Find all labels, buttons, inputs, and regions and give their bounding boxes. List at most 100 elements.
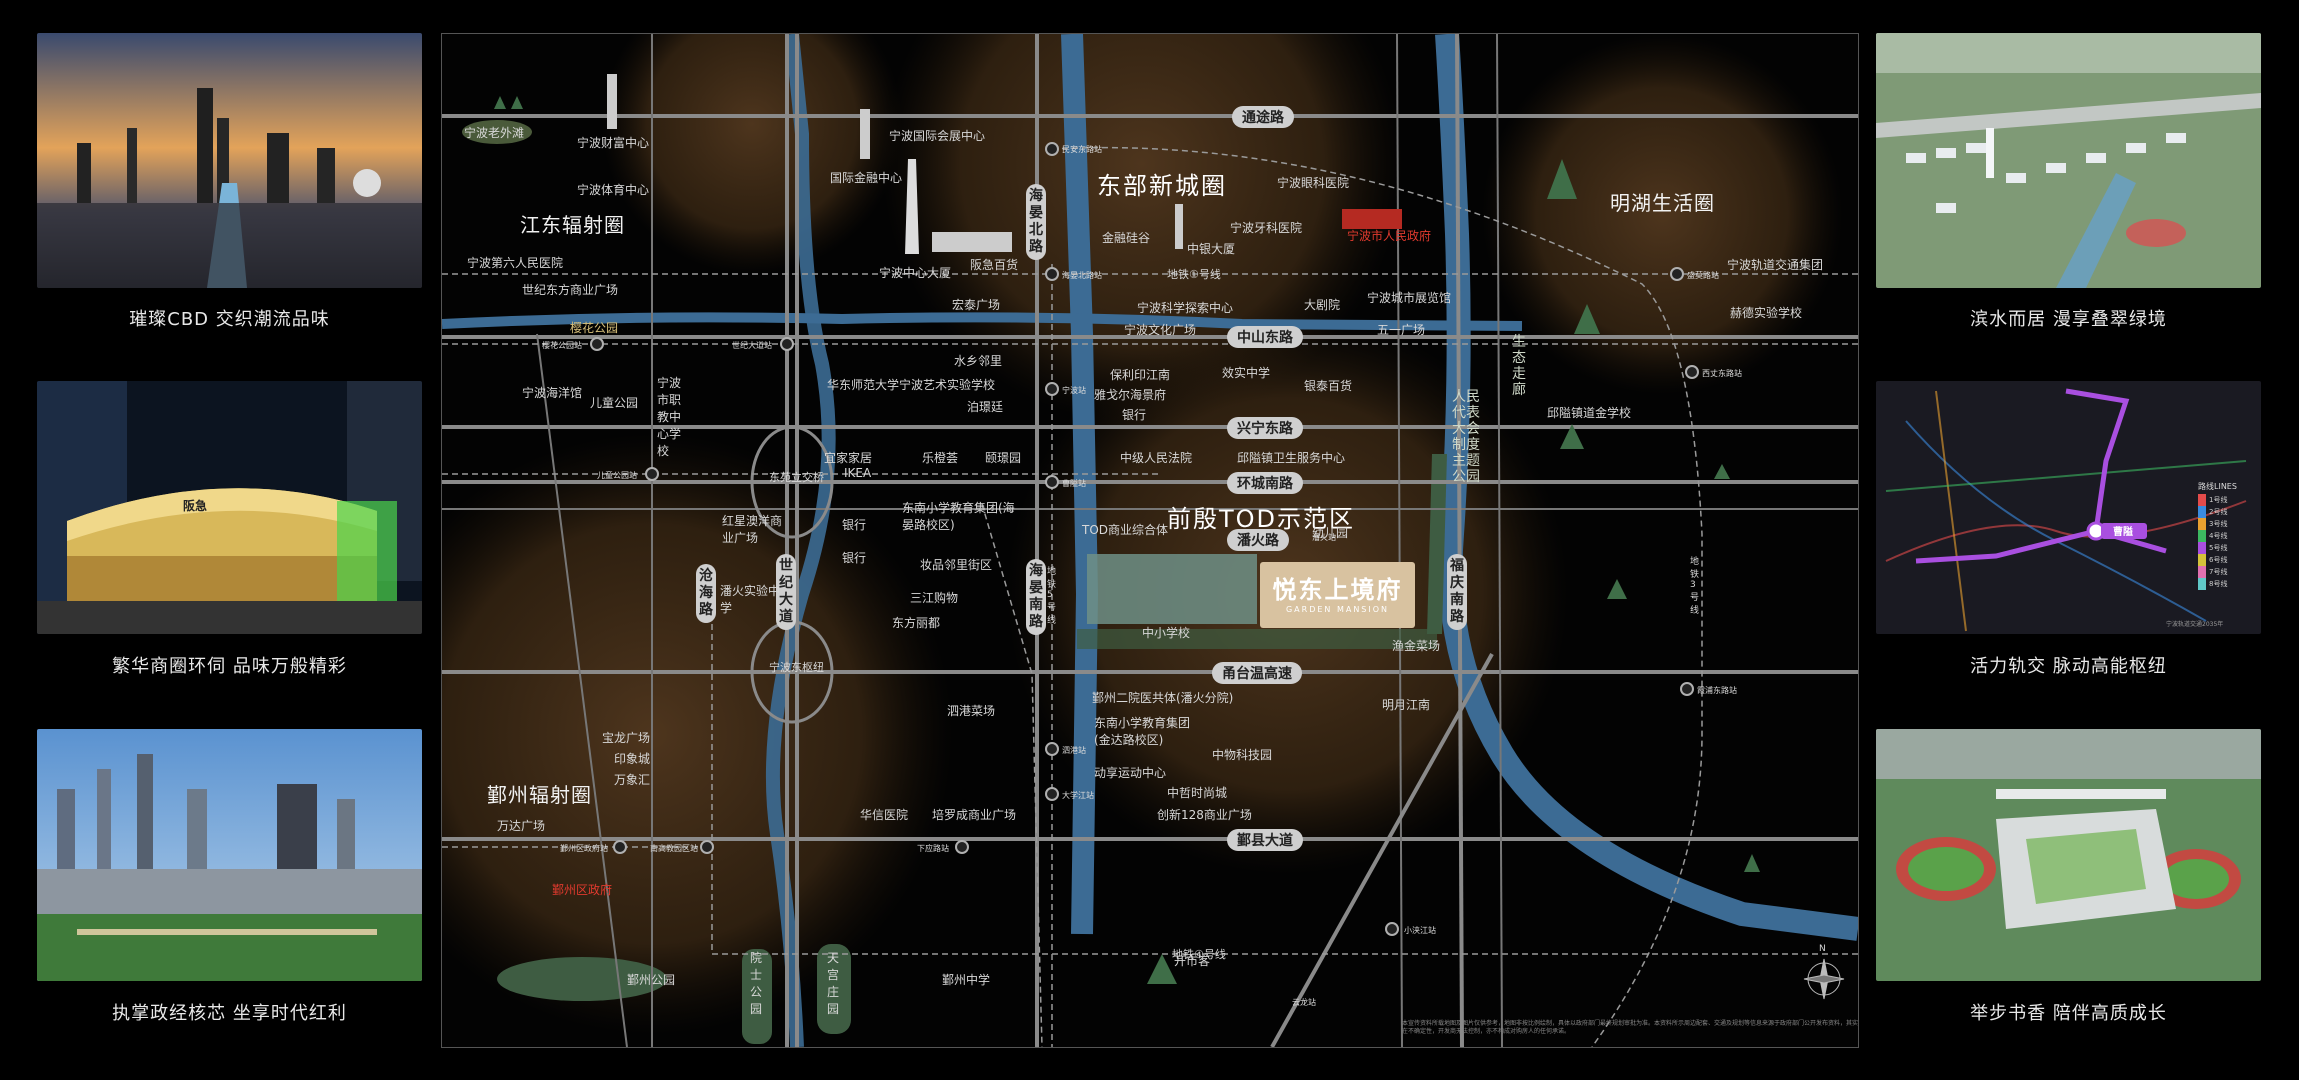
- station-xiaying: 下应路站: [917, 844, 949, 853]
- road-haiyan-north: 海晏北路: [1026, 184, 1046, 260]
- legend-2: 2号线: [2198, 506, 2227, 518]
- poi-kindergarten: 幼儿园: [1312, 526, 1349, 540]
- aerial-photo: [1876, 33, 2261, 288]
- metro-map: 曹隘 路线LINES 1号线 2号线 3号线 4号线 5号线 6号线 7号线 8…: [1876, 381, 2261, 634]
- poi-ikea-cn: 宜家家居: [824, 451, 873, 465]
- park-tiangong: [817, 944, 851, 1034]
- poi-ikea-en: IKEA: [844, 466, 872, 480]
- aerial-caption: 滨水而居 漫享叠翠绿境: [1970, 309, 2167, 330]
- poi-dental-hospital: 宁波牙科医院: [1230, 221, 1303, 235]
- metro-line-3: 地铁3号线: [1690, 557, 1700, 616]
- station-yunlong: 云龙站: [1292, 998, 1316, 1007]
- poi-aquarium: 宁波海洋馆: [522, 386, 583, 400]
- poi-ningbo-center: 宁波中心大厦: [879, 266, 952, 280]
- legend-7: 7号线: [2198, 566, 2227, 578]
- poi-schools: 中小学校: [1142, 626, 1191, 640]
- station-sakura-park: 樱花公园站: [542, 341, 582, 350]
- poi-yinzhou-middle-school: 鄞州中学: [942, 973, 991, 987]
- park-yinzhou: [497, 957, 667, 1001]
- location-map: 东部新城圈 江东辐射圈 明湖生活圈 前殷TOD示范区 鄞州辐射圈 通途路 中山东…: [441, 33, 1859, 1048]
- school-photo: [1876, 729, 2261, 981]
- poi-wanxianghui: 万象汇: [614, 773, 651, 787]
- tower-fortune: [607, 74, 617, 129]
- poi-mingyue-jiangnan: 明月江南: [1382, 698, 1431, 712]
- poi-zhuangpin-street: 妆品邻里街区: [920, 558, 993, 572]
- district-tod: 前殷TOD示范区: [1167, 505, 1356, 533]
- poi-cmst-park: 中物科技园: [1212, 748, 1273, 762]
- metro-stations: [590, 142, 1699, 936]
- poi-yujin-market: 渔金菜场: [1392, 639, 1441, 653]
- poi-ifc: 国际金融中心: [830, 171, 903, 185]
- poi-metro-group: 宁波轨道交通集团: [1727, 258, 1824, 272]
- station-daxuejiang: 大学江站: [1062, 791, 1094, 800]
- station-south-university-town: 南高教园区站: [650, 844, 698, 853]
- poi-yijingyuan: 颐璟园: [985, 451, 1022, 465]
- poi-intermediate-court: 中级人民法院: [1120, 451, 1193, 465]
- station-minan-east: 民安东路站: [1062, 145, 1102, 154]
- poi-vocational-center: 宁波市职教中心学校: [657, 376, 682, 458]
- poi-daojin-school: 邱隘镇道金学校: [1547, 406, 1632, 420]
- legend-6: 6号线: [2198, 554, 2227, 566]
- poi-bank-3: 银行: [842, 551, 867, 565]
- project-name: 悦东上境府: [1272, 575, 1403, 604]
- poi-sakura-park: 樱花公园: [570, 321, 619, 335]
- mall-photo: 阪急: [37, 381, 422, 634]
- station-children-park: 儿童公园站: [597, 471, 637, 480]
- poi-bank-1: 银行: [1122, 408, 1147, 422]
- map-graphics: [442, 34, 1858, 1047]
- poi-sanjiang: 三江购物: [910, 591, 959, 605]
- legend-8: 8号线: [2198, 578, 2227, 590]
- poi-fortune-center: 宁波财富中心: [577, 136, 650, 150]
- halo-jiangdong: [602, 34, 902, 274]
- poi-peiluocheng-plaza: 培罗成商业广场: [932, 808, 1017, 822]
- mall-sign: 阪急: [183, 499, 208, 513]
- gov-caption: 执掌政经核芯 坐享时代红利: [112, 1003, 347, 1024]
- road-panhuo: 潘火路: [1227, 529, 1289, 551]
- poi-hankyu: 阪急百货: [970, 258, 1019, 272]
- poi-bank-2: 银行: [842, 518, 867, 532]
- poi-city-government: 宁波市人民政府: [1347, 229, 1432, 243]
- poi-yinxiangcheng: 印象城: [614, 752, 651, 766]
- station-xiaojiajiang: 小浃江站: [1404, 926, 1436, 935]
- poi-expo-center: 宁波国际会展中心: [889, 129, 986, 143]
- district-minghu: 明湖生活圈: [1610, 191, 1715, 215]
- road-fuqing-south: 福庆南路: [1447, 554, 1467, 630]
- tower-ifc: [860, 109, 870, 159]
- poi-costco: 开市客: [1174, 954, 1211, 968]
- poi-panhuo-school: 潘火实验中学: [720, 584, 781, 615]
- compass-icon: [1803, 958, 1845, 1000]
- legend-1: 1号线: [2198, 494, 2227, 506]
- district-jiangdong: 江东辐射圈: [520, 213, 625, 237]
- poi-dongfang-lidu: 东方丽都: [892, 616, 941, 630]
- cbd-caption: 璀璨CBD 交织潮流品味: [129, 309, 330, 330]
- poi-yinzhou-park: 鄞州公园: [627, 973, 676, 987]
- road-yinxian-avenue: 鄞县大道: [1227, 829, 1303, 851]
- legend-3: 3号线: [2198, 518, 2227, 530]
- poi-shuixiang: 水乡邻里: [954, 354, 1003, 368]
- poi-youngor-mansion: 雅戈尔海景府: [1094, 388, 1167, 402]
- legend-5: 5号线: [2198, 542, 2227, 554]
- poi-grand-theater: 大剧院: [1304, 298, 1341, 312]
- halo-yinzhou: [442, 434, 952, 1034]
- metro-note: 宁波轨道交通2035年: [2166, 621, 2224, 628]
- poi-lechenghui: 乐橙荟: [922, 451, 959, 465]
- poi-intime: 银泰百货: [1304, 379, 1353, 393]
- station-caoai: 曹隘站: [1062, 479, 1086, 488]
- tree-icons: [494, 96, 1760, 984]
- poi-dongnan-school-jinda: 东南小学教育集团(金达路校区): [1094, 716, 1191, 747]
- park-old-bund: [462, 120, 532, 144]
- river-vertical: [1061, 34, 1099, 935]
- road-huancheng-south: 环城南路: [1227, 472, 1303, 494]
- interchange-dongyuan: [750, 425, 834, 539]
- project-brand: 悦东上境府 GARDEN MANSION: [1260, 562, 1415, 628]
- poi-yinzhou-government: 鄞州区政府: [552, 883, 613, 897]
- poi-east-hub: 宁波东枢纽: [769, 661, 824, 674]
- district-yinzhou: 鄞州辐射圈: [487, 783, 592, 807]
- station-xizhang-east: 西丈东路站: [1702, 369, 1742, 378]
- park-academician: [742, 949, 772, 1044]
- poi-hongtai-plaza: 宏泰广场: [952, 298, 1001, 312]
- river-east: [1435, 34, 1858, 941]
- metro-station: 曹隘: [2113, 527, 2133, 538]
- poi-academician-park: 院士公园: [750, 951, 763, 1016]
- poi-xiaoshi-school: 效实中学: [1222, 366, 1271, 380]
